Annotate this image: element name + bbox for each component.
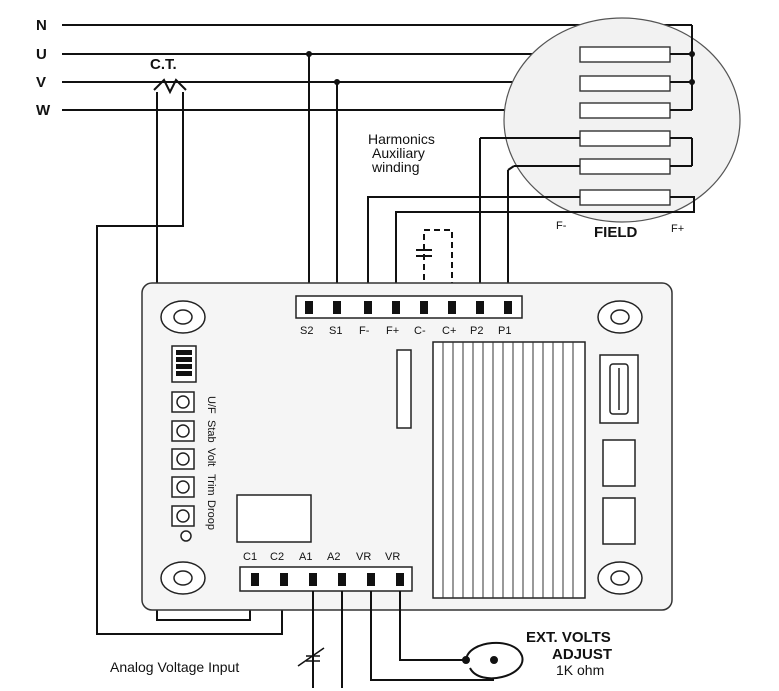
capacitor-dashed <box>423 229 453 300</box>
vertical-component <box>396 349 412 429</box>
field-leads <box>367 196 695 300</box>
top-terminal-block <box>295 295 523 319</box>
field-label: FIELD <box>594 224 637 241</box>
terminal-s2: S2 <box>300 325 313 337</box>
sensing-leads <box>308 54 515 300</box>
ic-chip <box>236 494 312 543</box>
terminal-a2: A2 <box>327 551 340 563</box>
ext-adjust-line-3: 1K ohm <box>556 662 604 678</box>
phase-label-v: V <box>36 74 46 91</box>
trim-pots <box>171 391 195 542</box>
bottom-wiring <box>312 591 494 688</box>
dip-switch <box>171 345 197 383</box>
top-terminal-screws <box>305 301 512 314</box>
harmonics-line-2: Auxiliary <box>372 145 425 161</box>
phase-label-n: N <box>36 17 47 34</box>
terminal-c-minus: C- <box>414 325 426 337</box>
terminal-vr-2: VR <box>385 551 400 563</box>
analog-voltage-label: Analog Voltage Input <box>110 659 239 675</box>
avr-board <box>141 282 673 611</box>
ext-adjust-line-2: ADJUST <box>552 646 612 663</box>
terminal-a1: A1 <box>299 551 312 563</box>
trim-label-droop: Droop <box>205 500 217 530</box>
harmonics-line-3: winding <box>371 159 419 175</box>
mounting-holes <box>160 300 643 595</box>
component-block-2 <box>602 497 636 545</box>
terminal-c1: C1 <box>243 551 257 563</box>
heatsink <box>432 341 586 599</box>
trim-label-trim: Trim <box>205 474 217 496</box>
terminal-c2: C2 <box>270 551 284 563</box>
ext-potentiometer <box>462 642 524 680</box>
trim-label-volt: Volt <box>205 448 217 466</box>
component-block-1 <box>602 439 636 487</box>
terminal-f-plus: F+ <box>386 325 399 337</box>
field-minus-label: F- <box>556 220 567 232</box>
phase-label-u: U <box>36 46 47 63</box>
trim-label-uf: U/F <box>205 396 217 414</box>
terminal-c-plus: C+ <box>442 325 456 337</box>
terminal-s1: S1 <box>329 325 342 337</box>
winding-leads <box>480 25 693 167</box>
bottom-terminal-block <box>239 566 413 592</box>
field-plus-label: F+ <box>671 223 684 235</box>
analog-input-capacitor <box>297 647 325 667</box>
terminal-p2: P2 <box>470 325 483 337</box>
ct-label: C.T. <box>150 56 177 73</box>
bottom-terminal-screws <box>251 573 404 586</box>
fuse <box>599 354 639 424</box>
field-winding <box>579 189 671 206</box>
ext-adjust-line-1: EXT. VOLTS <box>526 629 611 646</box>
trim-label-stab: Stab <box>205 420 217 443</box>
harmonics-line-1: Harmonics <box>368 131 435 147</box>
stator-windings <box>579 46 671 175</box>
phase-label-w: W <box>36 102 51 119</box>
terminal-p1: P1 <box>498 325 511 337</box>
capacitor-symbol <box>416 249 432 257</box>
terminal-vr-1: VR <box>356 551 371 563</box>
generator-winding-outline <box>503 17 741 223</box>
terminal-f-minus: F- <box>359 325 370 337</box>
